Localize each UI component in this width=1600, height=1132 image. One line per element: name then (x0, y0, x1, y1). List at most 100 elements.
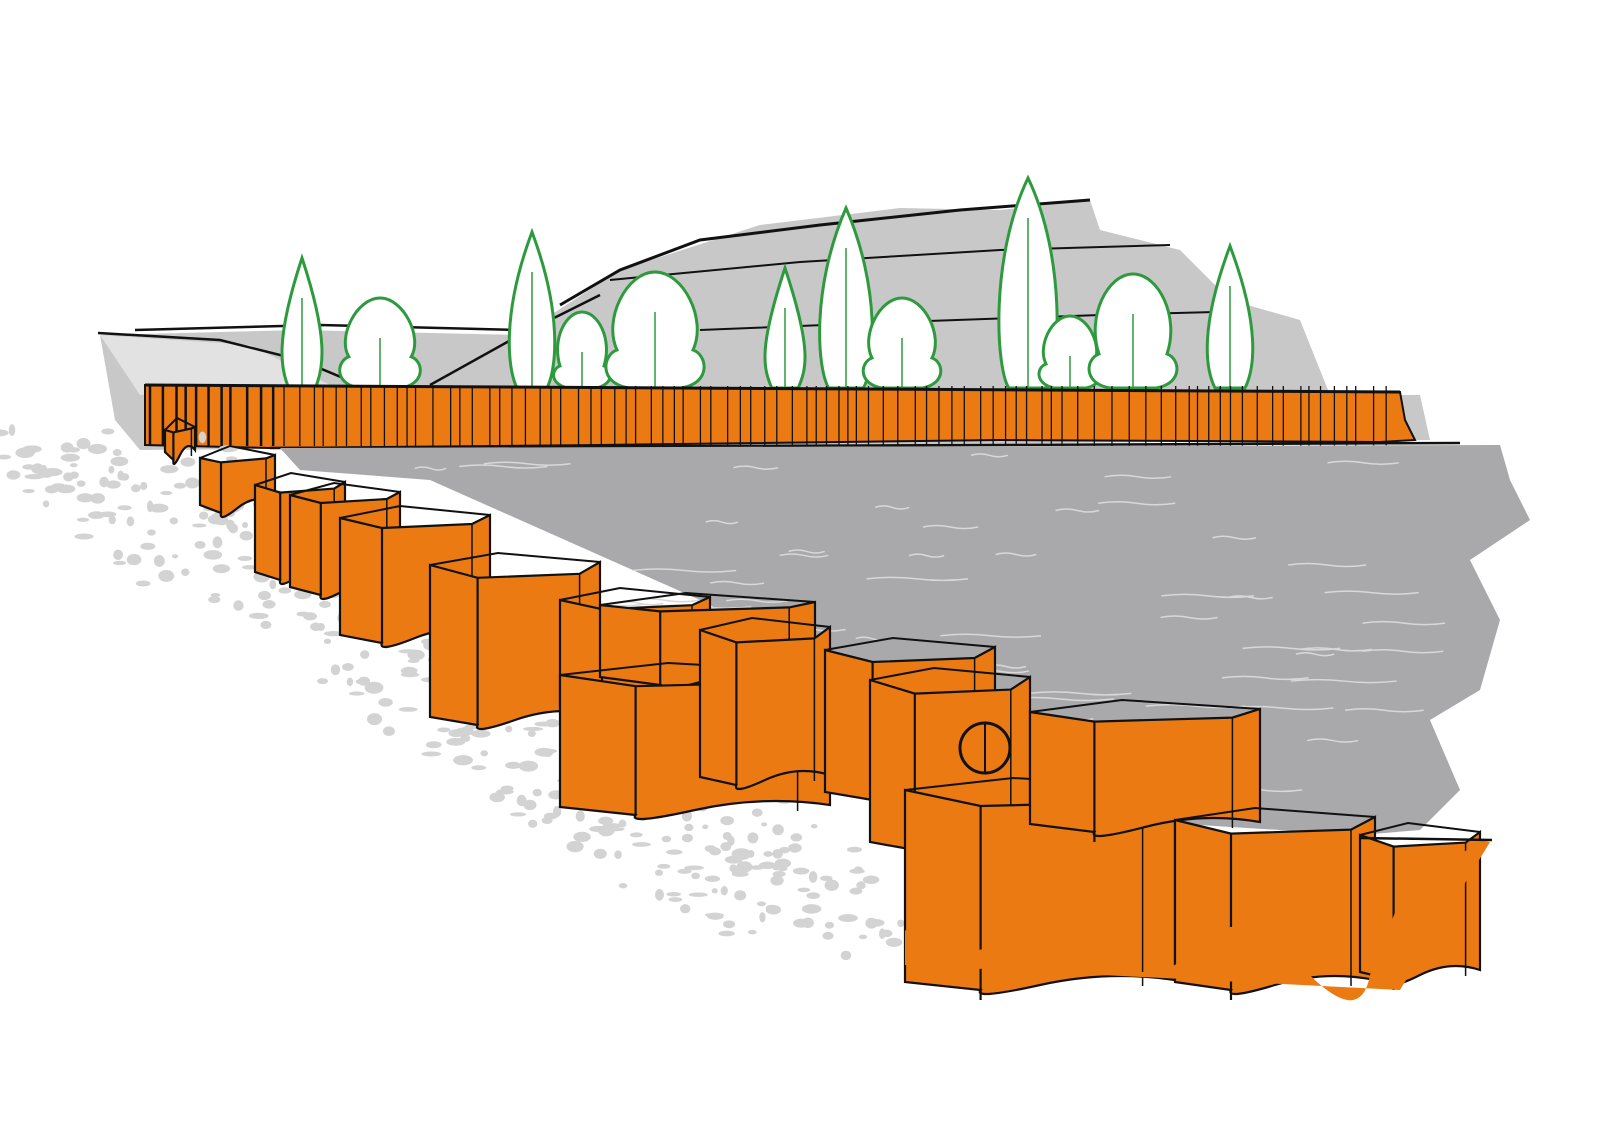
shore-pebble (802, 917, 814, 928)
shore-pebble (446, 737, 466, 746)
shore-pebble (824, 879, 839, 891)
pile-hole-icon (958, 721, 1012, 775)
shore-pebble (856, 881, 866, 890)
back-wall-body (144, 383, 1417, 450)
shore-pebble (797, 887, 811, 893)
shore-pebble (342, 663, 354, 671)
shore-pebble (42, 500, 50, 508)
shore-pebble (471, 729, 491, 738)
shore-pebble (541, 816, 553, 824)
shore-pebble (680, 904, 691, 914)
shore-pebble (532, 788, 542, 797)
hill-line (134, 323, 521, 332)
tree-line (280, 174, 1255, 390)
water-ripple (483, 461, 571, 467)
shore-pebble (262, 600, 276, 609)
sheet-pile-top-edge (869, 666, 1031, 681)
shore-pebble (722, 920, 736, 929)
shore-pebble (820, 875, 833, 882)
water-ripple (922, 524, 979, 530)
sheet-pile-top-edge (1174, 806, 1376, 821)
shore-pebble (858, 934, 868, 940)
shore-pebble (709, 847, 722, 856)
hill-ridge (559, 198, 1091, 307)
shore-pebble (523, 726, 543, 731)
shore-pebble (119, 473, 130, 481)
water-ripple (788, 549, 825, 554)
shore-pebble (106, 480, 121, 489)
shore-pebble (99, 476, 109, 488)
hill-line (609, 244, 1171, 281)
hill-line (97, 331, 361, 387)
hill-front (100, 335, 330, 395)
shore-pebble (810, 823, 818, 829)
shore-pebble (42, 468, 63, 477)
water-ripple (1362, 648, 1444, 654)
shore-pebble (303, 612, 318, 621)
shore-pebble (704, 912, 724, 917)
water-ripple (1221, 675, 1309, 681)
shore-pebble (566, 840, 584, 853)
shore-pebble (528, 819, 538, 828)
water-ripple (874, 505, 910, 510)
shore-pebble (76, 517, 90, 522)
back-wall-top-edge (144, 383, 1401, 394)
water-ripple (1327, 460, 1399, 466)
shore-pebble (489, 792, 505, 803)
sheet-pile-top-edge (164, 416, 196, 431)
shore-pebble (718, 930, 735, 937)
shore-pebble (801, 904, 822, 914)
shore-pebble (772, 871, 786, 877)
water-ripple (1242, 646, 1341, 651)
shore-pebble (722, 832, 732, 840)
shore-pebble (688, 892, 708, 897)
shore-pebble (90, 493, 106, 504)
shore-pebble (684, 823, 694, 832)
shore-pebble (751, 808, 763, 817)
shore-pebble (316, 622, 325, 631)
water-ripple (1307, 738, 1359, 743)
shore-pebble (720, 885, 728, 896)
shore-pebble (126, 516, 135, 527)
shore-pebble (777, 866, 788, 872)
shore-pebble (60, 453, 80, 462)
back-sheet-pile-wall (144, 383, 1461, 450)
shore-pebble (15, 447, 35, 459)
shore-pebble (614, 850, 622, 860)
water-ripple (1028, 691, 1132, 696)
sheet-pile-cell (1028, 698, 1262, 842)
shore-pebble (763, 851, 773, 857)
shore-pebble (731, 867, 746, 877)
shore-pebble (421, 751, 442, 757)
waterline (269, 441, 1461, 450)
water-ripple (1362, 620, 1446, 626)
shore-pebble (425, 741, 442, 749)
sheet-pile-top-edge (599, 591, 816, 606)
water-ripple (459, 464, 548, 469)
water-ripple (1055, 508, 1100, 513)
shore-pebble (518, 760, 539, 772)
shore-pebble (22, 489, 35, 494)
shore-pebble (323, 630, 344, 637)
shore-pebble (509, 812, 527, 817)
front-wall-base (905, 840, 1490, 1001)
shore-pebble (198, 511, 209, 520)
shore-pebble (69, 471, 79, 479)
shore-pebble (779, 846, 790, 854)
shore-pebble (788, 843, 802, 853)
shore-pebble (108, 515, 116, 525)
shore-pebble (169, 517, 179, 525)
shore-pebble (808, 871, 818, 883)
shore-pebble (838, 914, 858, 923)
shore-pebble (677, 868, 692, 874)
shore-pebble (241, 565, 257, 570)
shore-pebble (346, 677, 354, 687)
water-ripple (705, 519, 739, 525)
water-ripple (1160, 615, 1218, 620)
shore-pebble (552, 806, 562, 818)
sheet-pile-top-edge (339, 504, 491, 519)
shore-pebble (192, 523, 207, 528)
shore-pebble (198, 431, 207, 444)
shore-pebble (655, 888, 664, 901)
shore-pebble (212, 536, 223, 549)
